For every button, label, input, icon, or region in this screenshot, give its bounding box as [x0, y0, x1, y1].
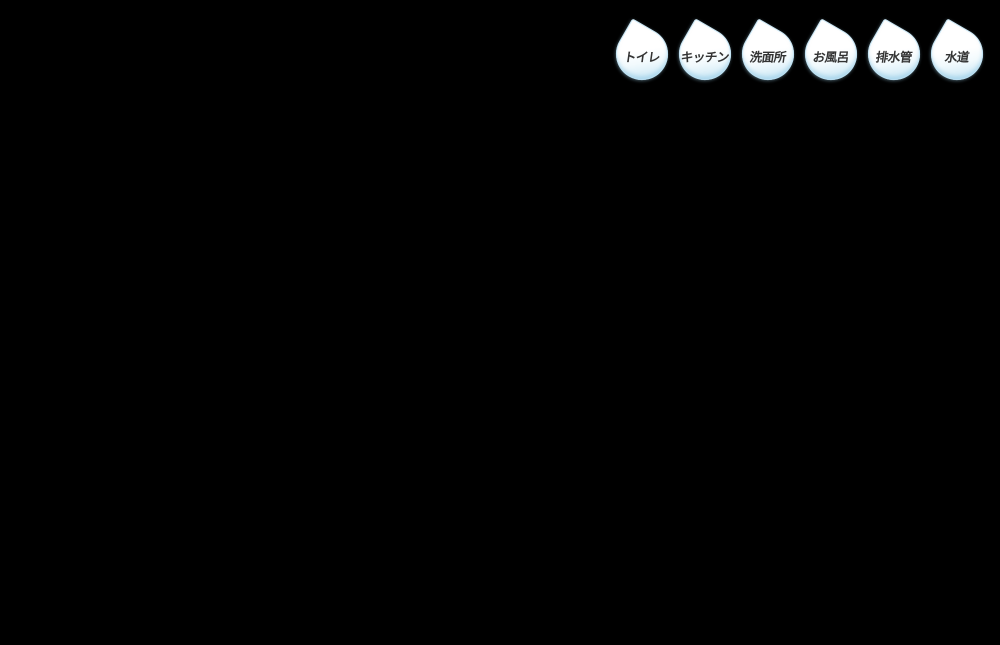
category-badge-kitchen[interactable]: キッチン	[669, 18, 741, 90]
category-badge-drainpipe[interactable]: 排水管	[858, 18, 930, 90]
category-badge-water-supply[interactable]: 水道	[921, 18, 993, 90]
category-badge-label: トイレ	[622, 49, 661, 65]
category-badge-label: キッチン	[679, 49, 730, 65]
category-badge-toilet[interactable]: トイレ	[606, 18, 678, 90]
category-badge-label: 洗面所	[748, 49, 787, 65]
category-badge-washroom[interactable]: 洗面所	[732, 18, 804, 90]
service-category-badge-row: トイレ キッチン 洗面所 お風呂 排水管 水道	[606, 18, 993, 90]
category-badge-label: 水道	[943, 49, 970, 65]
category-badge-label: お風呂	[811, 49, 850, 65]
category-badge-bath[interactable]: お風呂	[795, 18, 867, 90]
category-badge-label: 排水管	[874, 49, 913, 65]
